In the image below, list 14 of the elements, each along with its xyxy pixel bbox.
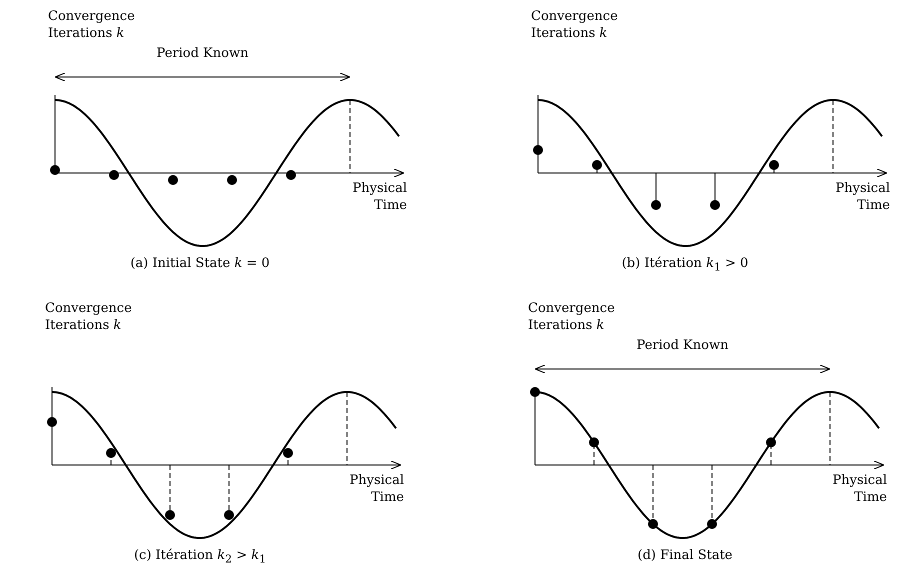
axis-label: Convergence Iterations k <box>48 8 136 42</box>
axis-label: Convergence Iterations k <box>45 300 133 334</box>
axis-label: Convergence Iterations k <box>528 300 616 334</box>
axis-label: Physical Time <box>352 180 407 214</box>
caption: (a) Initial State k = 0 <box>129 255 271 272</box>
caption: (d) Final State <box>636 547 734 564</box>
caption: (b) Itération k$_{1}$ > 0 <box>620 255 750 276</box>
axis-label: Convergence Iterations k <box>531 8 619 42</box>
dimension-label: Period Known <box>636 337 730 354</box>
dimension-label: Period Known <box>156 45 250 62</box>
axis-label: Physical Time <box>832 472 887 506</box>
axis-label: Physical Time <box>834 180 890 214</box>
caption: (c) Itération k$_{2}$ > k$_{1}$ <box>132 547 268 568</box>
axis-label: Physical Time <box>348 472 404 506</box>
